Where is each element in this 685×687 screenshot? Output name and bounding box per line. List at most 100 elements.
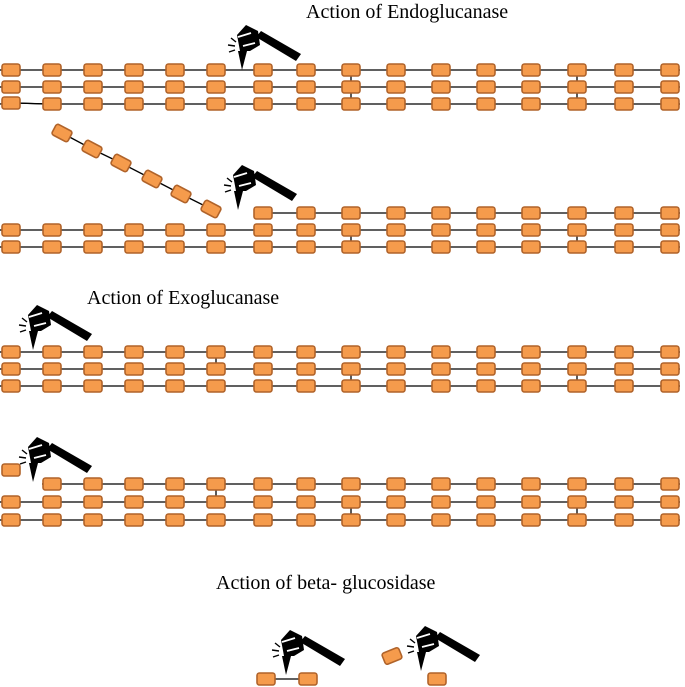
glucose-unit xyxy=(124,345,144,359)
glucose-unit xyxy=(296,362,316,376)
glucose-unit xyxy=(341,223,361,237)
scissors-enzyme-icon xyxy=(227,25,301,70)
cut-spark xyxy=(223,184,232,187)
glucose-unit xyxy=(253,240,273,254)
glucose-unit xyxy=(51,123,73,143)
glucose-unit xyxy=(614,97,634,111)
exoglucanase-caption: Action of Exoglucanase xyxy=(87,287,280,309)
glucose-unit xyxy=(296,63,316,77)
glucose-unit xyxy=(1,96,21,110)
glucose-unit xyxy=(206,477,226,491)
glucose-unit xyxy=(296,379,316,393)
glucose-unit xyxy=(1,63,21,77)
glucose-unit xyxy=(521,495,541,509)
glucose-unit xyxy=(165,223,185,237)
glucose-unit xyxy=(386,379,406,393)
enzyme-notch xyxy=(286,647,300,652)
glucose-unit xyxy=(476,223,496,237)
cut-spark xyxy=(19,461,27,465)
glucose-unit xyxy=(83,223,103,237)
glucose-unit xyxy=(521,362,541,376)
glucose-unit xyxy=(296,206,316,220)
glucose-unit xyxy=(170,184,192,204)
glucose-unit xyxy=(386,362,406,376)
enzyme-notch xyxy=(33,454,47,459)
glucose-unit xyxy=(124,362,144,376)
glucose-unit xyxy=(253,495,273,509)
glucose-unit xyxy=(521,477,541,491)
glucose-unit xyxy=(614,206,634,220)
glucose-unit xyxy=(83,477,103,491)
cut-spark xyxy=(409,638,416,644)
glucose-unit xyxy=(567,495,587,509)
glucose-unit xyxy=(521,97,541,111)
glucose-unit xyxy=(567,80,587,94)
enzyme-notch xyxy=(233,172,248,178)
enzyme-blade xyxy=(417,652,426,671)
glucose-unit xyxy=(386,240,406,254)
glucose-unit xyxy=(614,223,634,237)
enzyme-handle xyxy=(435,632,480,662)
enzyme-head xyxy=(416,626,439,652)
glucose-unit xyxy=(296,97,316,111)
glucose-unit xyxy=(1,240,21,254)
glucose-unit xyxy=(296,495,316,509)
glucose-unit xyxy=(42,63,62,77)
enzymes-layer xyxy=(18,25,480,675)
cut-spark xyxy=(228,49,236,53)
glucose-unit xyxy=(660,495,680,509)
glucose-unit xyxy=(341,345,361,359)
cut-spark xyxy=(226,177,233,183)
glucose-unit xyxy=(1,345,21,359)
glucose-unit xyxy=(83,513,103,527)
glucose-unit xyxy=(660,63,680,77)
glucose-unit xyxy=(124,97,144,111)
glucose-unit xyxy=(253,97,273,111)
glucose-unit xyxy=(614,240,634,254)
scissors-enzyme-icon xyxy=(18,437,92,482)
glucose-unit xyxy=(206,97,226,111)
glucose-unit xyxy=(341,477,361,491)
glucose-unit xyxy=(256,672,276,686)
glucose-unit xyxy=(206,63,226,77)
enzyme-notch xyxy=(28,312,43,318)
enzyme-notch xyxy=(28,444,43,450)
cut-spark xyxy=(21,317,28,323)
glucose-unit xyxy=(381,647,403,665)
glucose-unit xyxy=(296,477,316,491)
glucose-unit xyxy=(431,97,451,111)
glucose-unit xyxy=(42,362,62,376)
glucose-unit xyxy=(83,97,103,111)
cut-spark xyxy=(406,645,415,648)
glucose-unit xyxy=(386,80,406,94)
glucose-unit xyxy=(614,379,634,393)
beta-glucosidase-caption: Action of beta- glucosidase xyxy=(216,572,436,594)
glucose-unit xyxy=(165,477,185,491)
glucose-unit xyxy=(42,379,62,393)
glucose-unit xyxy=(567,206,587,220)
glucose-unit xyxy=(660,379,680,393)
glucose-unit xyxy=(253,345,273,359)
glucose-unit xyxy=(431,206,451,220)
glucose-unit xyxy=(521,345,541,359)
glucose-unit xyxy=(124,223,144,237)
glucose-unit xyxy=(431,379,451,393)
scissors-enzyme-icon xyxy=(18,305,92,350)
glucose-unit xyxy=(660,97,680,111)
glucose-unit xyxy=(476,345,496,359)
glucose-unit xyxy=(83,345,103,359)
glucose-unit xyxy=(296,240,316,254)
glucose-unit xyxy=(386,477,406,491)
scissors-enzyme-icon xyxy=(223,165,297,210)
glucose-unit xyxy=(660,223,680,237)
glucose-unit xyxy=(206,513,226,527)
glucose-unit xyxy=(298,672,318,686)
enzyme-notch xyxy=(238,182,252,187)
glucose-unit xyxy=(614,513,634,527)
cut-spark xyxy=(274,642,281,648)
glucose-units-layer xyxy=(1,63,680,686)
glucose-unit xyxy=(386,63,406,77)
enzyme-blade xyxy=(29,463,38,482)
enzyme-notch xyxy=(281,637,296,643)
glucose-unit xyxy=(296,513,316,527)
